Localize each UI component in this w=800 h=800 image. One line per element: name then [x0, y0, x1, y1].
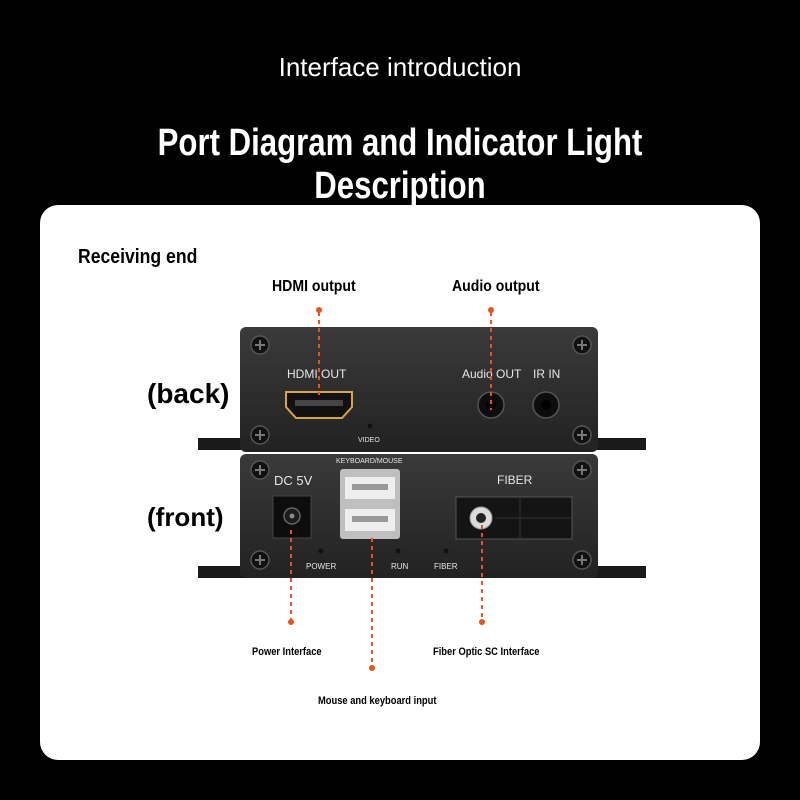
run-led-label: RUN [391, 562, 409, 571]
section-label: Receiving end [78, 246, 198, 268]
screw-icon [572, 550, 592, 570]
device-back-view: HDMI OUT VIDEO Audio OUT IR IN [198, 327, 646, 452]
hdmi-out-label: HDMI OUT [287, 367, 347, 381]
callout-dot-fiber [479, 619, 485, 625]
audio-out-label: Audio OUT [462, 367, 522, 381]
keyboard-mouse-label: KEYBOARD/MOUSE [336, 458, 403, 465]
device-front-view: DC 5V KEYBOARD/MOUSE FIBER POWER RUN FIB… [198, 454, 646, 578]
dc-5v-label: DC 5V [274, 473, 313, 488]
fiber-sc-port-icon [455, 496, 573, 540]
callout-dot-power [288, 619, 294, 625]
video-led-label: VIDEO [358, 437, 380, 444]
usb-port-icon [340, 469, 400, 539]
video-led-icon [367, 423, 373, 429]
ir-jack-icon [532, 391, 560, 419]
power-led-icon [318, 548, 324, 554]
page-title: Port Diagram and Indicator Light Descrip… [157, 122, 643, 207]
callout-fiber-interface: Fiber Optic SC Interface [433, 646, 540, 658]
run-led-icon [395, 548, 401, 554]
callout-hdmi-output: HDMI output [272, 278, 356, 295]
fiber-led-label: FIBER [434, 562, 458, 571]
callout-dot-audio [488, 307, 494, 313]
screw-icon [572, 335, 592, 355]
hdmi-port-icon [285, 391, 353, 419]
callout-dot-hdmi [316, 307, 322, 313]
ir-in-label: IR IN [533, 367, 560, 381]
callout-dot-usb [369, 665, 375, 671]
callout-audio-output: Audio output [452, 278, 540, 295]
callout-mouse-keyboard: Mouse and keyboard input [318, 695, 437, 707]
screw-icon [250, 335, 270, 355]
callout-power-interface: Power Interface [252, 646, 322, 658]
screw-icon [250, 550, 270, 570]
screw-icon [572, 425, 592, 445]
fiber-label: FIBER [497, 473, 533, 487]
back-label: (back) [147, 378, 230, 409]
screw-icon [572, 460, 592, 480]
screw-icon [250, 460, 270, 480]
screw-icon [250, 425, 270, 445]
fiber-led-icon [443, 548, 449, 554]
front-label: (front) [147, 502, 224, 532]
power-led-label: POWER [306, 562, 336, 571]
subtitle: Interface introduction [278, 52, 522, 82]
